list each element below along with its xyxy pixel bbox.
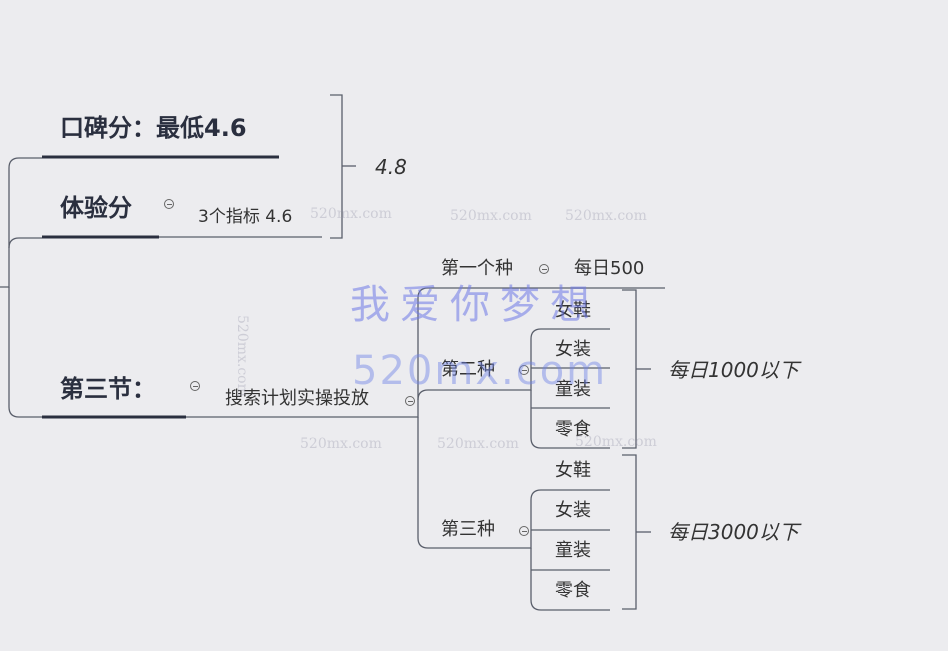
connector-trunk-bottom (8, 287, 42, 418)
watermark-logo-cn: 我爱你梦想 (350, 282, 600, 328)
watermark-small: 520mx.com (565, 208, 647, 224)
node-reputation[interactable]: 口碑分：最低4.6 (60, 114, 247, 142)
node-type2-item[interactable]: 女鞋 (555, 300, 591, 321)
bracket-type3 (622, 454, 637, 610)
bracket-label-type2: 每日1000以下 (668, 358, 799, 382)
node-type3-item[interactable]: 零食 (555, 580, 591, 601)
watermark-small: 520mx.com (575, 434, 657, 450)
node-type2-item[interactable]: 女装 (555, 339, 591, 360)
watermark-small: 520mx.com (310, 206, 392, 222)
node-experience[interactable]: 体验分 (60, 194, 132, 222)
node-type3-item[interactable]: 童装 (555, 540, 591, 561)
node-type3-item[interactable]: 女装 (555, 500, 591, 521)
node-type2-item[interactable]: 童装 (555, 379, 591, 400)
collapse-toggle-icon[interactable] (519, 526, 529, 536)
watermark-small: 520mx.com (234, 315, 250, 397)
watermark-small: 520mx.com (450, 208, 532, 224)
connector-trunk-top (0, 157, 42, 288)
node-type3-item[interactable]: 女鞋 (555, 460, 591, 481)
note-experience[interactable]: 3个指标 4.6 (198, 207, 293, 227)
watermark-small: 520mx.com (300, 436, 382, 452)
node-type2[interactable]: 第二种 (441, 359, 495, 380)
collapse-toggle-icon[interactable] (164, 199, 174, 209)
node-type3[interactable]: 第三种 (441, 519, 495, 540)
watermark-small: 520mx.com (437, 436, 519, 452)
collapse-toggle-icon[interactable] (539, 264, 549, 274)
connector-trunk-mid (8, 237, 42, 249)
node-type2-item[interactable]: 零食 (555, 419, 591, 440)
node-type1-value[interactable]: 每日500 (574, 258, 645, 279)
node-search-plan[interactable]: 搜索计划实操投放 (225, 388, 369, 409)
bracket-label-type3: 每日3000以下 (668, 520, 799, 544)
collapse-toggle-icon[interactable] (190, 381, 200, 391)
node-section3[interactable]: 第三节： (60, 375, 156, 403)
node-type1[interactable]: 第一个种 (441, 258, 513, 279)
bracket-label-top: 4.8 (375, 155, 407, 179)
collapse-toggle-icon[interactable] (405, 396, 415, 406)
bracket-type2 (622, 289, 637, 449)
watermark-logo-en: 520mx.com (352, 348, 608, 394)
collapse-toggle-icon[interactable] (519, 365, 529, 375)
